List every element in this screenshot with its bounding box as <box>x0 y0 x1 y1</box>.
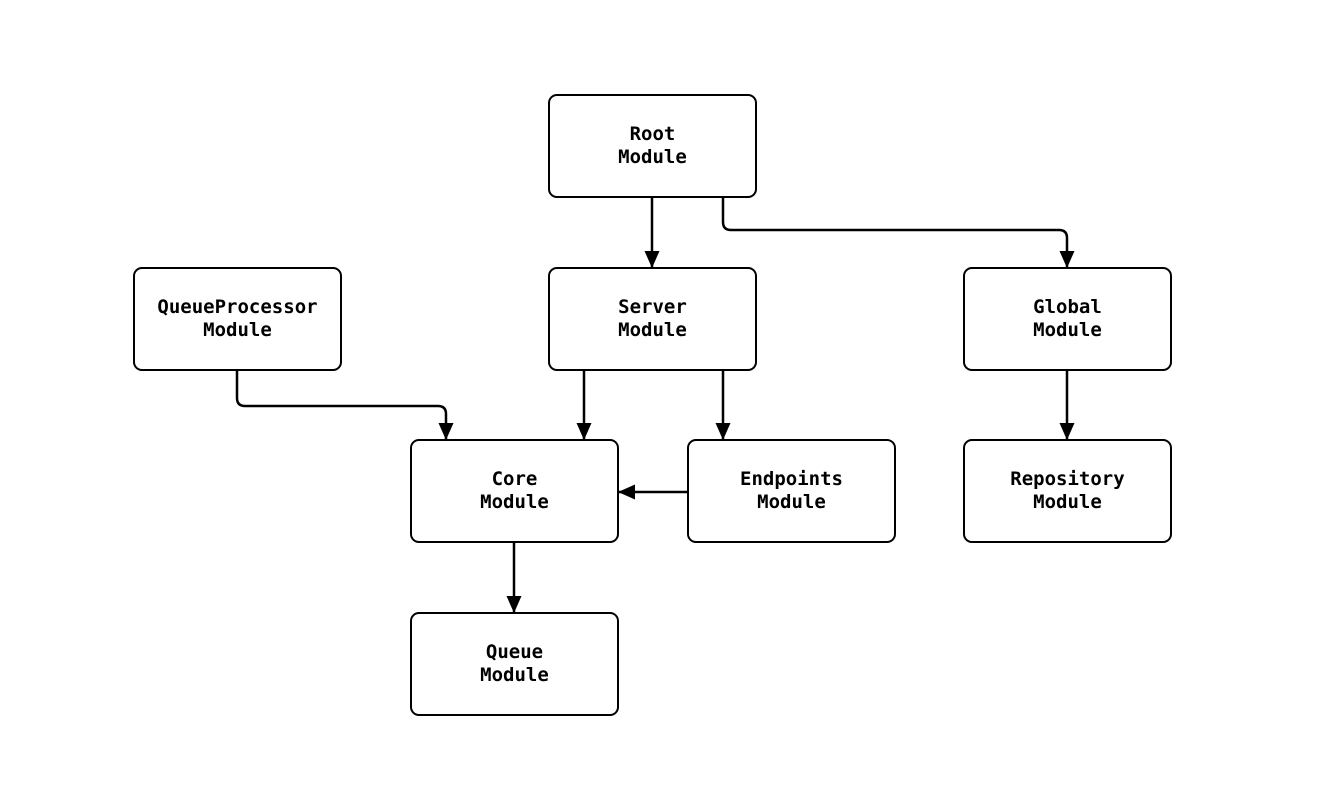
node-repository-module: Repository Module <box>963 439 1172 543</box>
node-server-module: Server Module <box>548 267 757 371</box>
node-label-global: Global Module <box>1033 296 1102 341</box>
node-label-repository: Repository Module <box>1010 468 1125 513</box>
edge-root-to-global <box>721 198 1075 268</box>
node-label-server: Server Module <box>618 296 687 341</box>
node-core-module: Core Module <box>410 439 619 543</box>
node-label-core: Core Module <box>480 468 549 513</box>
edge-queue-processor-to-core <box>235 371 454 440</box>
node-label-queue-processor: QueueProcessor Module <box>157 296 318 341</box>
node-label-queue: Queue Module <box>480 641 549 686</box>
node-global-module: Global Module <box>963 267 1172 371</box>
edges-group <box>235 198 1075 613</box>
node-label-root: Root Module <box>618 123 687 168</box>
node-root-module: Root Module <box>548 94 757 198</box>
node-queue-processor-module: QueueProcessor Module <box>133 267 342 371</box>
node-endpoints-module: Endpoints Module <box>687 439 896 543</box>
node-label-endpoints: Endpoints Module <box>740 468 843 513</box>
node-queue-module: Queue Module <box>410 612 619 716</box>
